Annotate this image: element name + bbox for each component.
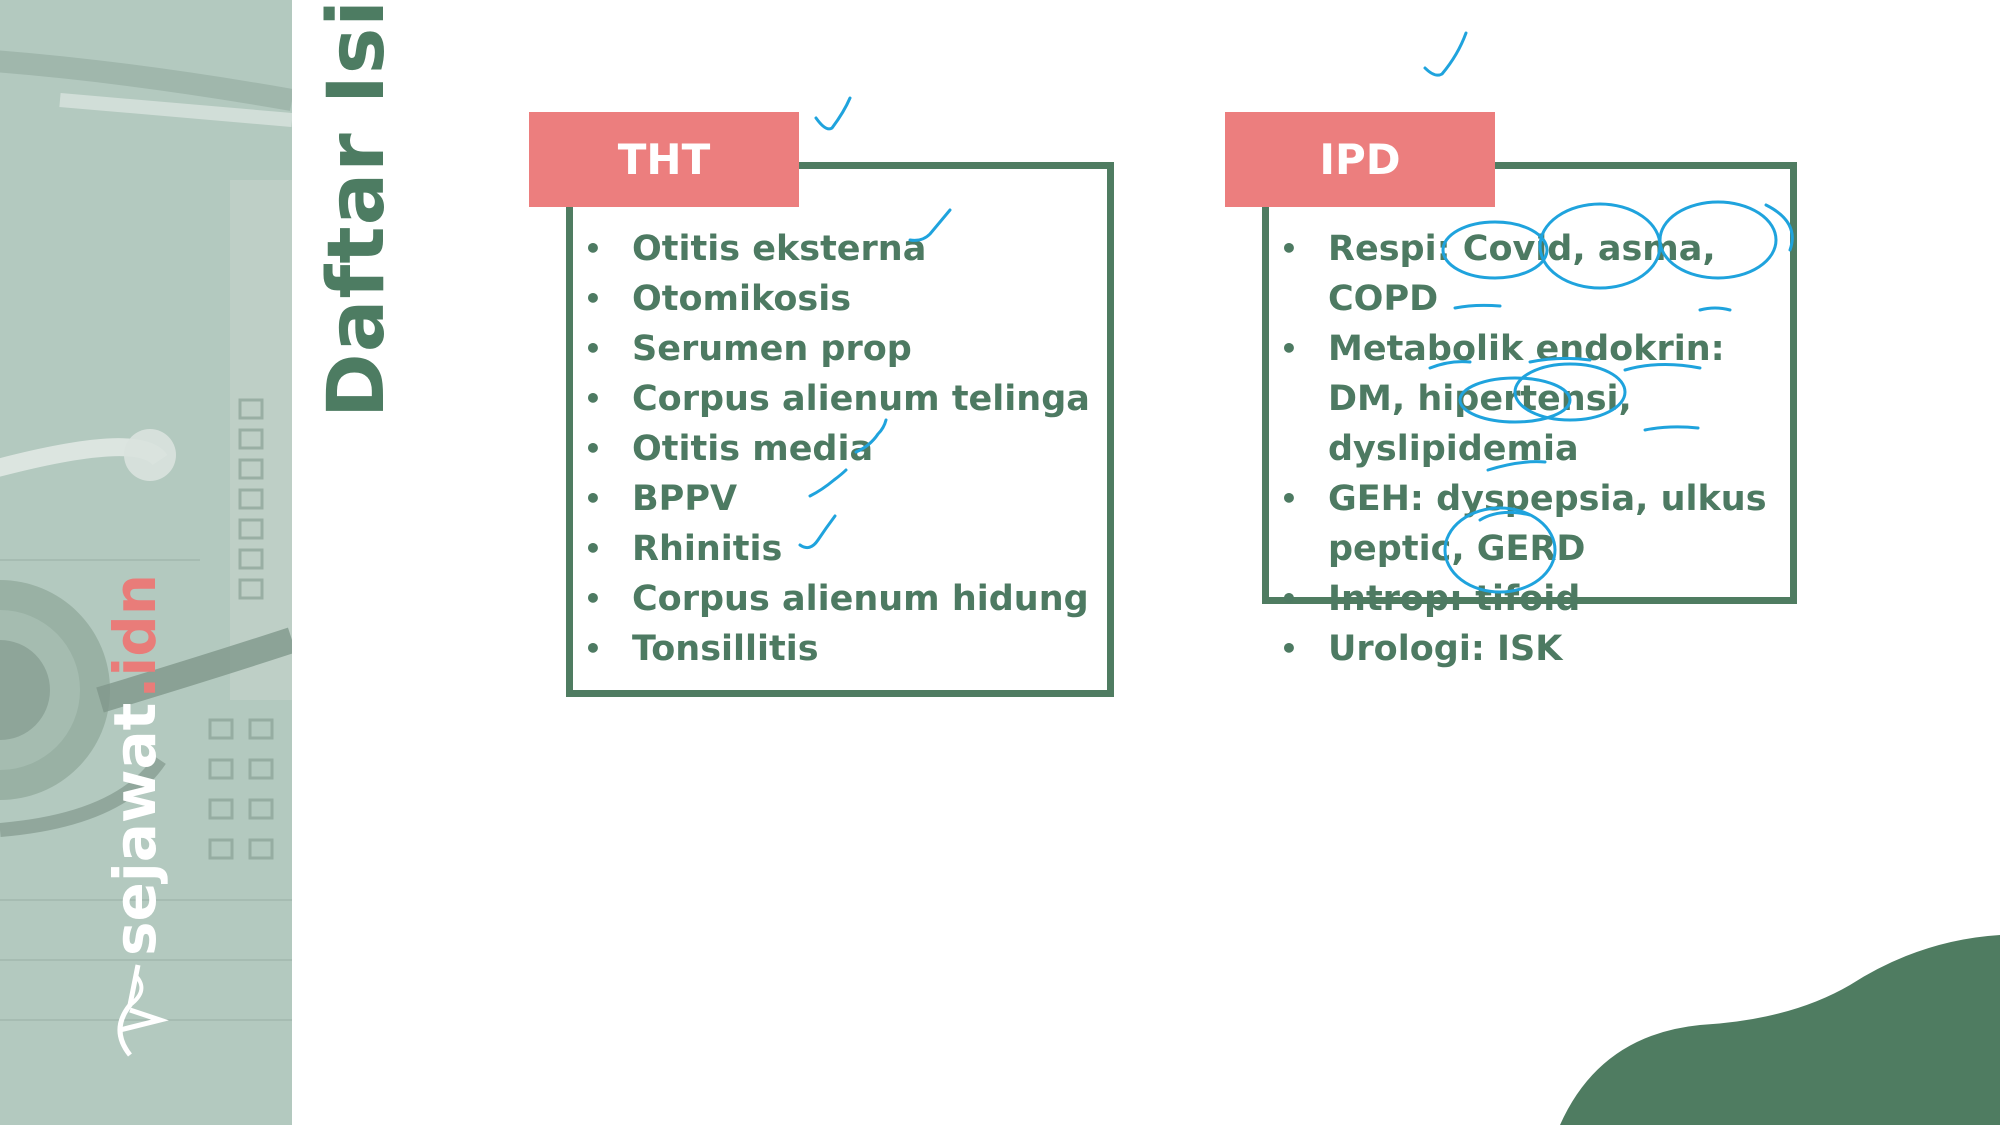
stethoscope-image	[0, 0, 292, 1125]
list-item: Otomikosis	[584, 274, 1104, 324]
list-item: Otitis eksterna	[584, 224, 1104, 274]
list-item: BPPV	[584, 474, 1104, 524]
list-item: Corpus alienum telinga	[584, 374, 1104, 424]
list-item: Rhinitis	[584, 524, 1104, 574]
list-item: Urologi: ISK	[1280, 624, 1790, 674]
brand-logo: sejawat.idn	[90, 540, 180, 1060]
list-item: Tonsillitis	[584, 624, 1104, 674]
brand-mark-icon	[117, 964, 169, 1057]
page-title: Daftar Isi	[312, 0, 402, 418]
sidebar-photo: sejawat.idn	[0, 0, 292, 1125]
ipd-label: IPD	[1225, 112, 1495, 207]
list-item: Corpus alienum hidung	[584, 574, 1104, 624]
list-item: Respi: Covid, asma, COPD	[1280, 224, 1790, 324]
tht-label: THT	[529, 112, 799, 207]
brand-suffix: .idn	[101, 573, 169, 699]
list-item: Introp: tifoid	[1280, 574, 1790, 624]
list-item: Metabolik endokrin: DM, hipertensi, dysl…	[1280, 324, 1790, 474]
list-item: Serumen prop	[584, 324, 1104, 374]
list-item: Otitis media	[584, 424, 1104, 474]
brand-name: sejawat	[101, 702, 169, 956]
ipd-list: Respi: Covid, asma, COPD Metabolik endok…	[1280, 224, 1790, 674]
decorative-blob	[1560, 935, 2000, 1125]
tht-list: Otitis eksterna Otomikosis Serumen prop …	[584, 224, 1104, 674]
list-item: GEH: dyspepsia, ulkus peptic, GERD	[1280, 474, 1790, 574]
